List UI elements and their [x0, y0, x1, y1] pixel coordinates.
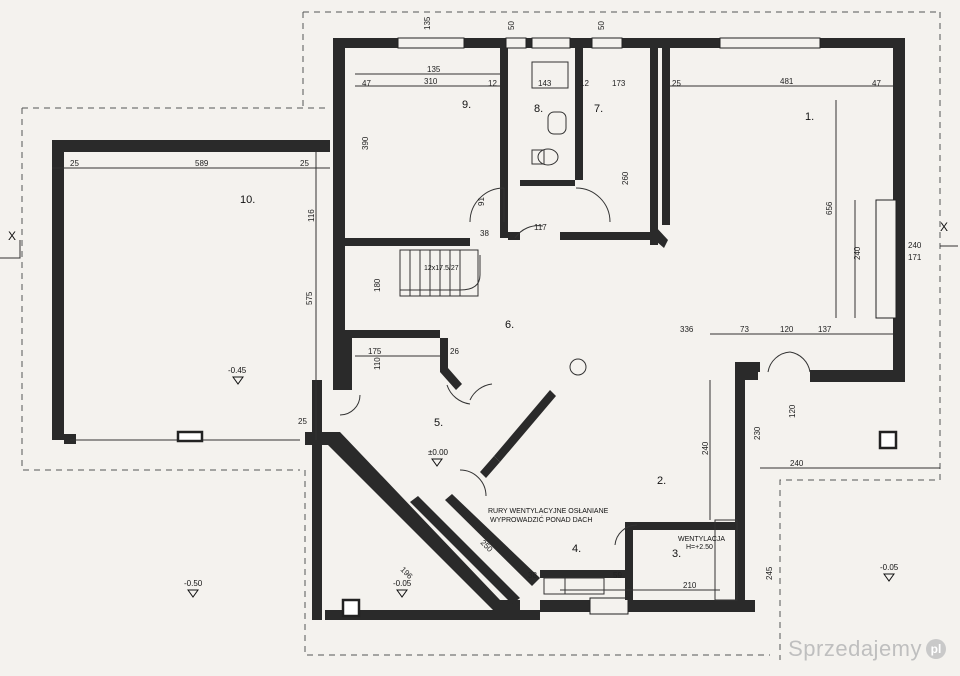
room-1-label: 1.	[805, 111, 814, 123]
dim-245: 245	[765, 566, 774, 580]
room-5-label: 5.	[434, 417, 443, 429]
dim-260: 260	[621, 171, 630, 185]
dim-481: 481	[780, 77, 794, 86]
watermark-text: Sprzedajemy	[788, 636, 922, 661]
dim-38: 38	[480, 229, 489, 238]
dim-25-garage-right: 25	[300, 159, 309, 168]
door-swings	[339, 187, 811, 546]
dim-26: 26	[450, 347, 459, 356]
level-front-left: -0.50	[184, 579, 203, 588]
dim-240-kitchen: 240	[701, 441, 710, 455]
dim-180: 180	[373, 278, 382, 292]
vent-note-line1: RURY WENTYLACYJNE OSŁANIANE	[488, 508, 609, 515]
dim-575: 575	[305, 291, 314, 305]
dim-50-top-b: 50	[597, 21, 606, 30]
room-2-label: 2.	[657, 475, 666, 487]
dim-25: 25	[672, 79, 681, 88]
kitchen-counters	[341, 430, 898, 618]
level-zero: ±0.00	[428, 448, 449, 457]
room-6-label: 6.	[505, 319, 514, 331]
vent-note-line2: WYPROWADZIĆ PONAD DACH	[490, 515, 592, 524]
dim-137: 137	[818, 325, 832, 334]
dim-390: 390	[361, 136, 370, 150]
axis-right-label: X	[940, 220, 948, 234]
dim-135: 135	[427, 65, 441, 74]
room-4-label: 4.	[572, 543, 581, 555]
watermark-pl-icon: pl	[926, 639, 946, 659]
room-7-label: 7.	[594, 103, 603, 115]
dim-59: 59	[613, 571, 622, 580]
axis-left-label: X	[8, 229, 16, 243]
room-9-label: 9.	[462, 99, 471, 111]
dim-135-top: 135	[423, 16, 432, 30]
level-garage: -0.45	[228, 366, 247, 375]
dim-12: 12	[488, 79, 497, 88]
staircase	[399, 249, 481, 297]
room-3-label: 3.	[672, 548, 681, 560]
dim-110: 110	[373, 357, 382, 370]
dim-656: 656	[825, 201, 834, 215]
dim-120-b: 120	[788, 404, 797, 418]
dim-38-lower: 38	[528, 571, 537, 580]
dim-120: 120	[780, 325, 794, 334]
dim-47-right: 47	[872, 79, 881, 88]
dim-310: 310	[424, 77, 438, 86]
house-outer-walls	[305, 37, 905, 620]
dim-230: 230	[753, 426, 762, 440]
dim-50-top-a: 50	[507, 21, 516, 30]
dimension-lines	[52, 73, 940, 591]
level-markers: -0.45 ±0.00 -0.50 -0.05 -0.05	[184, 366, 899, 598]
dim-173: 173	[612, 79, 626, 88]
dim-240: 240	[853, 246, 862, 260]
stairs-note: 12x17.5/27	[424, 265, 459, 272]
section-axis-markers: X X	[0, 220, 958, 259]
level-front-mid: -0.05	[393, 579, 412, 588]
room-8-label: 8.	[534, 103, 543, 115]
dim-589: 589	[195, 159, 209, 168]
room-10-label: 10.	[240, 194, 255, 206]
dim-12b: 12	[580, 79, 589, 88]
dim-336: 336	[680, 325, 694, 334]
dim-143: 143	[538, 79, 552, 88]
dim-175: 175	[368, 347, 382, 356]
garage-walls	[52, 140, 330, 444]
dim-117: 117	[534, 223, 547, 232]
sprzedajemy-watermark: Sprzedajemy pl	[788, 636, 946, 662]
dim-116: 116	[307, 209, 316, 222]
room3-vent-height: H=+2.50	[686, 544, 713, 551]
chimney-vent	[569, 358, 587, 376]
dim-240-right: 240	[908, 241, 922, 250]
dim-240-lower: 240	[790, 459, 804, 468]
level-front-right: -0.05	[880, 563, 899, 572]
bathroom-fixtures	[531, 61, 587, 376]
room3-vent-note: WENTYLACJA	[678, 536, 725, 543]
dim-210: 210	[683, 581, 697, 590]
dim-47-left: 47	[362, 79, 371, 88]
dim-91: 91	[477, 197, 486, 206]
dim-73: 73	[740, 325, 749, 334]
dim-25-left: 25	[298, 417, 307, 426]
dim-171: 171	[908, 253, 922, 262]
dim-25-garage: 25	[70, 159, 79, 168]
